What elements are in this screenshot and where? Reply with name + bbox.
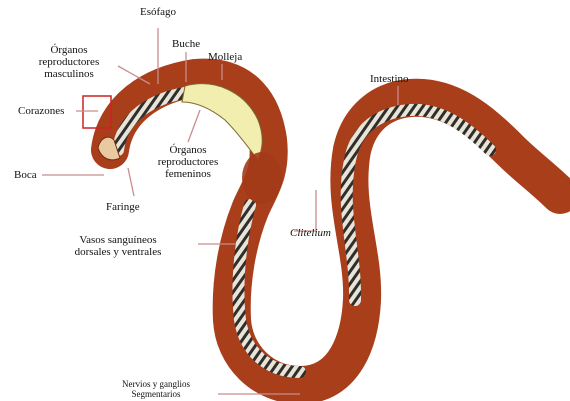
label-clitelium: Clitelium [290, 227, 331, 239]
label-intestino: Intestino [370, 73, 409, 85]
label-vasos-line1: Vasos sanguíneos [58, 234, 178, 246]
label-organos-femeninos-line3: femeninos [146, 168, 230, 180]
label-molleja: Molleja [208, 51, 242, 63]
label-organos-masculinos-line2: reproductores [14, 56, 124, 68]
label-organos-masculinos-line1: Órganos [14, 44, 124, 56]
label-nervios-line1: Nervios y ganglios [96, 379, 216, 389]
label-nervios: Nervios y ganglios Segmentarios [96, 379, 216, 399]
label-corazones: Corazones [18, 105, 64, 117]
label-buche: Buche [172, 38, 200, 50]
label-organos-masculinos: Órganos reproductores masculinos [14, 44, 124, 80]
label-organos-femeninos-line2: reproductores [146, 156, 230, 168]
label-faringe: Faringe [106, 201, 140, 213]
label-organos-femeninos: Órganos reproductores femeninos [146, 144, 230, 180]
label-nervios-line2: Segmentarios [96, 389, 216, 399]
label-organos-femeninos-line1: Órganos [146, 144, 230, 156]
label-organos-masculinos-line3: masculinos [14, 68, 124, 80]
label-boca: Boca [14, 169, 37, 181]
label-vasos-line2: dorsales y ventrales [58, 246, 178, 258]
label-vasos: Vasos sanguíneos dorsales y ventrales [58, 234, 178, 258]
label-esofago: Esófago [140, 6, 176, 18]
clitellum [242, 152, 282, 204]
